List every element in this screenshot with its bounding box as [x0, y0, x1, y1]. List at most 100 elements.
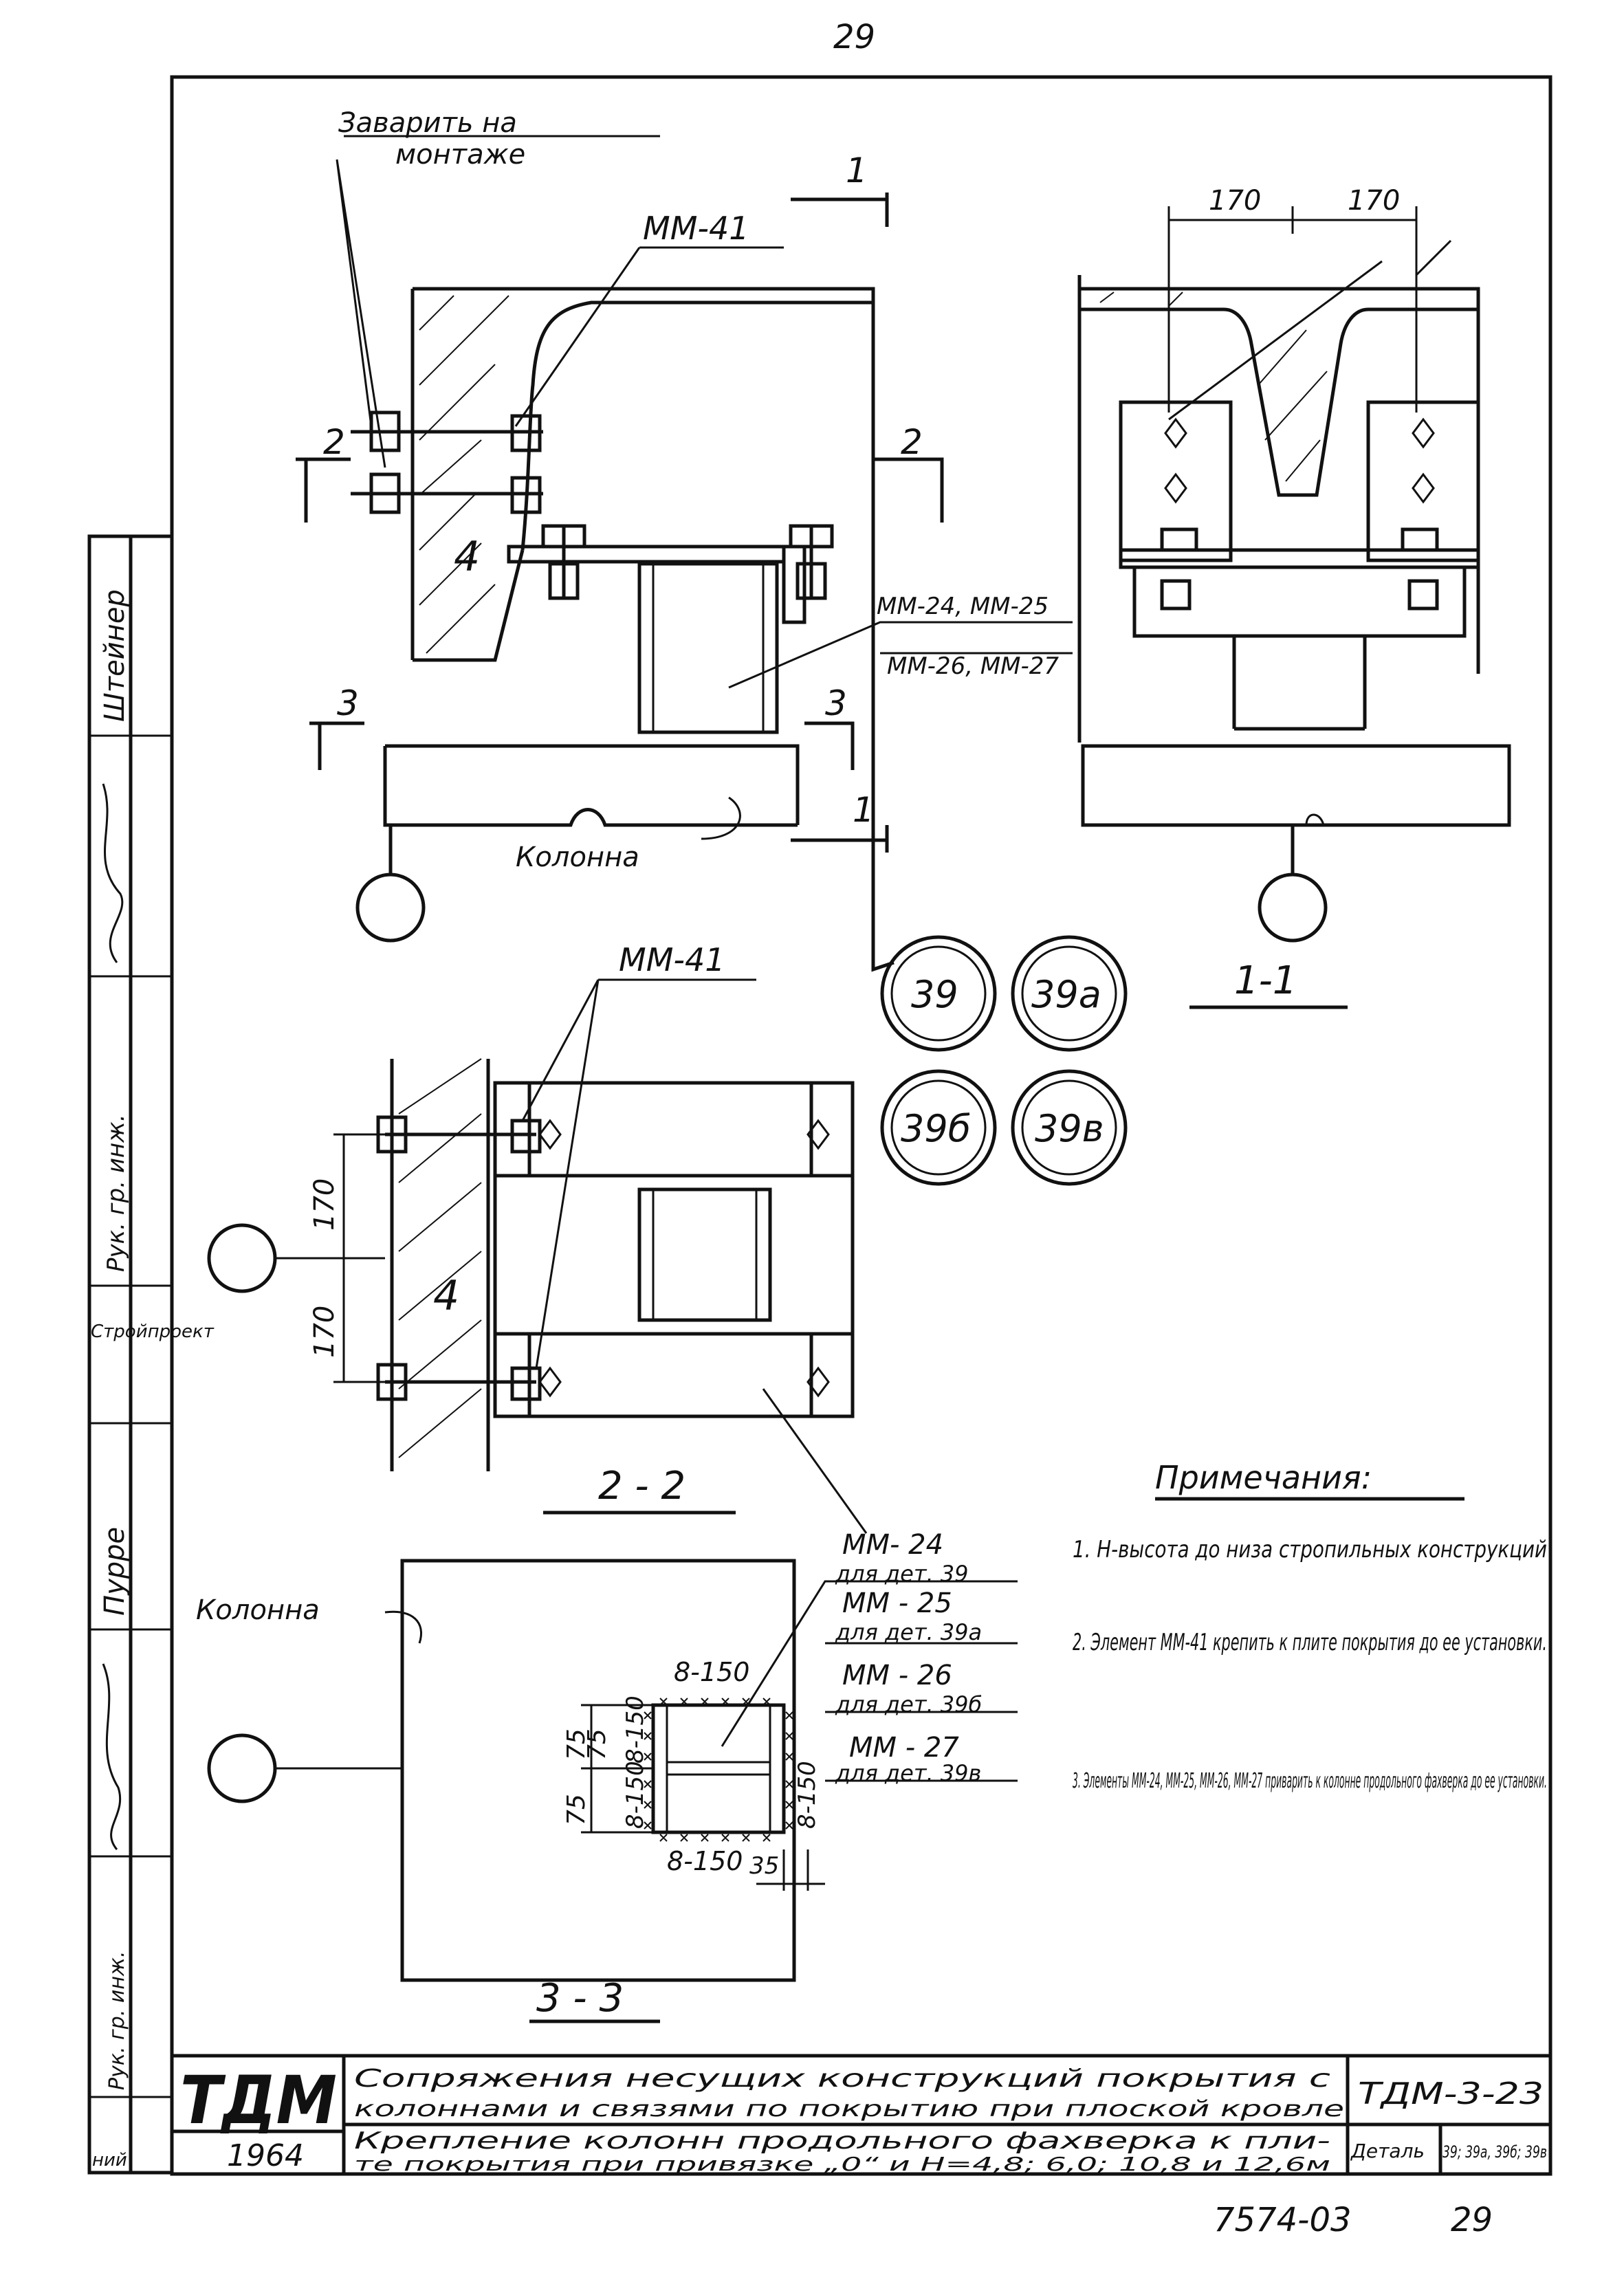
label-mm41-section-2-2: ММ-41 [619, 941, 725, 978]
slab-mark-elevation: 4 [454, 533, 480, 581]
stamp-name-purre: Пурре [99, 1527, 131, 1616]
section-3-3-title: 3 - 3 [536, 1976, 624, 2021]
callout-circle-2-2 [207, 1223, 277, 1293]
weld-bottom: 8-150 [667, 1846, 743, 1876]
weld-top: 8-150 [674, 1657, 749, 1687]
badge-39: 39 [911, 973, 958, 1016]
label-column-3-3: Колонна [196, 1594, 320, 1626]
section-2-2: ММ-41 170 170 2 - 2 4 [207, 941, 868, 1534]
plate-right [1366, 400, 1480, 562]
badge-39-inner [890, 945, 987, 1042]
side-stamp: Штейнер Рук. гр. инж. Стройпроект Пурре … [87, 534, 215, 2175]
column-profile [637, 562, 779, 734]
title-block: ТДМ 1964 Сопряжения несущих конструкций … [170, 2054, 1552, 2176]
detail-mm26: для дет. 39б [835, 1691, 982, 1717]
badge-39v-outer [1011, 1069, 1128, 1186]
weld-marks-left [644, 1711, 652, 1830]
section-1-1-title: 1-1 [1234, 958, 1297, 1003]
badge-39b-inner [890, 1079, 987, 1176]
detail-mm24: для дет. 39 [835, 1561, 969, 1587]
note-2: 2. Элемент ММ-41 крепить к плите покрыти… [1073, 1629, 1547, 1656]
title-line1: Сопряжения несущих конструкций покрытия … [354, 2065, 1330, 2093]
detail-label: Деталь [1350, 2140, 1425, 2162]
dim-1-1-left: 170 [1209, 185, 1261, 217]
bolt-lower [351, 472, 543, 514]
cut-2-left: 2 [323, 422, 345, 462]
bolt-upper [351, 410, 543, 452]
callout-circle-3-3 [207, 1733, 277, 1803]
subtitle-line2: те покрытия при привязке „0“ и Н=4,8; 6,… [354, 2153, 1330, 2175]
detail-badges: 39 39а 39б 39в [880, 935, 1128, 1186]
signature-1 [102, 783, 124, 963]
bolt-vertical-left [541, 524, 586, 600]
stamp-org: Стройпроект [91, 1321, 215, 1342]
badge-39-outer [880, 935, 997, 1052]
mark-mm25: ММ - 25 [842, 1588, 952, 1619]
column-plate-3-3 [400, 1559, 796, 1982]
stamp-role-1: Рук. гр. инж. [102, 1114, 130, 1272]
mark-mm24: ММ- 24 [842, 1529, 943, 1561]
stamp-role-2: Рук. гр. инж. [105, 1951, 129, 2090]
badge-39a: 39а [1031, 973, 1101, 1016]
note-3: 3. Элементы ММ-24, ММ-25, ММ-26, ММ-27 п… [1073, 1769, 1547, 1793]
badge-39a-inner [1021, 945, 1117, 1042]
detail-mm25: для дет. 39а [835, 1619, 982, 1645]
mark-mm26: ММ - 26 [842, 1660, 952, 1691]
weld-marks-bottom [659, 1834, 771, 1842]
cut-1-bottom: 1 [853, 790, 875, 830]
weld-left-bottom: 8-150 [622, 1761, 649, 1829]
weld-left-top: 8-150 [622, 1695, 649, 1764]
badge-39v-inner [1021, 1079, 1117, 1176]
section-2-2-hatch [398, 1058, 482, 1458]
dim-75-a: 75 [583, 1728, 611, 1760]
dim-75-c: 75 [562, 1794, 591, 1825]
slab-mark-2-2: 4 [433, 1272, 459, 1320]
label-mm24-25: ММ-24, ММ-25 [877, 593, 1049, 620]
cut-2-right: 2 [901, 422, 923, 462]
label-mm41-elevation: ММ-41 [643, 210, 749, 247]
drawing-code: ТДМ-3-23 [1358, 2076, 1544, 2111]
dim-2-2-top: 170 [309, 1178, 340, 1231]
weld-right: 8-150 [793, 1761, 821, 1829]
section-1-1: 170 170 1-1 [1077, 185, 1511, 1009]
weld-marks-top [659, 1698, 771, 1706]
detail-values: 39; 39а, 39б; 39в [1442, 2142, 1547, 2162]
year: 1964 [227, 2138, 304, 2173]
weld-marks-right [785, 1711, 793, 1830]
notes-block: Примечания: 1. Н-высота до низа стропиль… [1073, 1459, 1547, 1793]
profile-3-3 [651, 1703, 786, 1834]
cut-3-left: 3 [337, 683, 359, 723]
cut-1-top: 1 [846, 151, 868, 190]
badge-39v: 39в [1035, 1107, 1104, 1150]
badge-39a-outer [1011, 935, 1128, 1052]
label-mm26-27: ММ-26, ММ-27 [887, 652, 1059, 680]
signature-2 [102, 1663, 122, 1850]
callout-circle-1-1 [1258, 872, 1328, 943]
dim-75-b: 75 [562, 1728, 591, 1760]
badge-39b-outer [880, 1069, 997, 1186]
callout-circle-elevation [355, 872, 426, 943]
footer-code: 7574-03 [1214, 2201, 1352, 2239]
column-base [383, 744, 800, 827]
slab-hatch [419, 295, 509, 654]
plate-left [1119, 400, 1233, 562]
detail-mm27: для дет. 39в [835, 1760, 981, 1786]
bolt-vertical-right [789, 524, 834, 600]
dim-1-1-right: 170 [1348, 185, 1400, 217]
section-1-1-hatch [1099, 292, 1328, 482]
note-1: 1. Н-высота до низа стропильных конструк… [1073, 1536, 1547, 1563]
dim-35: 35 [749, 1852, 779, 1880]
title-line2: колоннами и связями по покрытию при плос… [354, 2096, 1344, 2122]
weld-note-line2: монтаже [395, 139, 525, 171]
dim-2-2-bottom: 170 [309, 1306, 340, 1358]
section-2-2-title: 2 - 2 [598, 1464, 685, 1508]
footer-page: 29 [1451, 2201, 1493, 2239]
stamp-name-shteiner: Штейнер [99, 589, 131, 722]
page-number: 29 [833, 18, 875, 56]
notes-title: Примечания: [1155, 1459, 1372, 1496]
section-3-3: Колонна 8-150 8-150 8-150 8-150 8-150 75… [196, 1529, 1018, 2023]
mark-mm27: ММ - 27 [849, 1732, 959, 1764]
stamp-bottom: ний [92, 2150, 127, 2171]
label-column-elevation: Колонна [516, 842, 639, 873]
